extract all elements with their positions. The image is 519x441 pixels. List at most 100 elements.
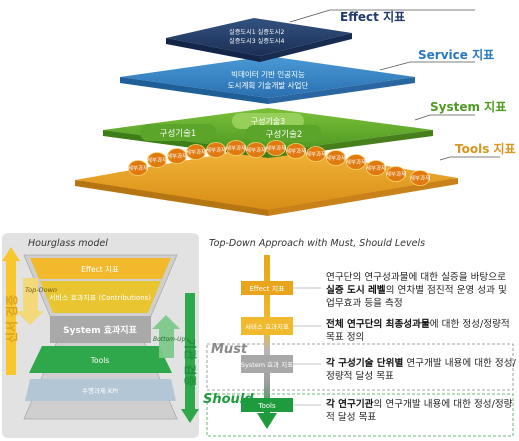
effect-leader-line (289, 9, 331, 23)
tools-chip-label: 세부과제 (128, 164, 149, 172)
system-pill-2 (246, 125, 322, 142)
tools-chip-label: 세부과제 (206, 146, 227, 154)
tools-chip (246, 142, 266, 158)
topdown-diagram: Effect 지표 서비스 효과지표 System 효과 지표 Tools Mu… (203, 255, 514, 437)
desc-effect-post: 의 연차별 점진적 운영 성과 및 업무효과 등을 측정 (326, 285, 507, 309)
right-arrow-head-icon (181, 409, 199, 423)
desc-system-bold: 각 구성기술 단위별 (326, 358, 404, 369)
system-pill-1 (140, 124, 216, 141)
desc-system-post: 연구개발 내용에 대한 정성/정량적 달성 목표 (326, 358, 516, 382)
tools-chip-label: 세부과제 (326, 154, 347, 162)
tools-chip-label: 세부과제 (366, 164, 387, 172)
service-line-1: 빅데이터 기반 인공지능 (231, 69, 305, 79)
hourglass-tools-label: Tools (90, 356, 110, 365)
tools-chip-label: 세부과제 (306, 150, 327, 158)
must-label: Must (211, 342, 248, 357)
hourglass-title: Hourglass model (28, 238, 108, 249)
hourglass-effect-band (30, 258, 171, 279)
tools-chip (186, 144, 206, 160)
tools-chip-label: 세부과제 (186, 148, 207, 156)
topdown-tools-box (241, 398, 293, 412)
hourglass-kpi-band (25, 379, 176, 401)
top-down-arrow-icon (16, 278, 44, 325)
tools-chip (326, 150, 346, 166)
service-leader-line (379, 61, 411, 71)
system-callout: System 지표 (430, 99, 506, 114)
service-layer (120, 56, 415, 104)
tools-chip-label: 세부과제 (346, 158, 367, 166)
system-leader-line (414, 114, 431, 121)
desc-service-post: 에 대한 정성/정량적 목표 정의 (326, 319, 510, 343)
system-label-2: 구성기술2 (266, 130, 303, 140)
service-callout: Service 지표 (418, 47, 494, 62)
should-frame (206, 393, 514, 437)
hourglass-effect-label: Effect 지표 (81, 265, 119, 274)
system-label-3: 구성기술3 (251, 116, 286, 126)
tools-chip-label: 세부과제 (286, 147, 307, 155)
tools-chip (410, 170, 430, 186)
system-label-1: 구성기술1 (160, 129, 197, 139)
topdown-service-label: 서비스 효과지표 (245, 322, 289, 331)
tools-chip (366, 160, 386, 176)
hourglass-diagram: Effect 지표 서비스 효과지표 (Contributions) Syste… (2, 247, 199, 423)
topdown-system-label: System 효과 지표 (241, 360, 293, 369)
left-arrow-head-icon (2, 247, 20, 261)
effect-callout: Effect 지표 (340, 9, 405, 24)
tools-chip-label: 세부과제 (266, 144, 287, 152)
must-frame (206, 343, 514, 391)
hourglass-system-band (50, 316, 151, 343)
should-label: Should (203, 392, 254, 407)
effect-layer (166, 18, 352, 62)
tools-chip (226, 140, 246, 156)
effect-line-2: 실증도시3 실증도시4 (229, 37, 284, 45)
top-down-label: Top-Down (25, 286, 57, 294)
tools-chip-label: 세부과제 (167, 152, 188, 160)
layer-pyramid-diagram: Effect 지표 Service 지표 System 지표 Tools 지표 … (75, 9, 516, 216)
desc-effect-bold: 실증 도시 레벨 (326, 285, 386, 296)
left-verification-label: 신서 검증 (4, 295, 19, 343)
tools-chip (306, 146, 326, 162)
desc-system: 각 구성기술 단위별 연구개발 내용에 대한 정성/정량적 달성 목표 (326, 357, 516, 383)
topdown-system-box (241, 355, 293, 373)
topdown-effect-box (241, 281, 293, 295)
right-verification-label: 기관 검증 (183, 338, 198, 386)
desc-service: 전체 연구단의 최종성과물에 대한 정성/정량적 목표 정의 (326, 318, 516, 344)
tools-chip (266, 140, 286, 156)
tools-chip (286, 143, 306, 159)
hourglass-service-label: 서비스 효과지표 (Contributions) (49, 293, 151, 302)
service-line-2: 도시계획 기술개발 사업단 (228, 80, 309, 90)
left-verification-bar (6, 255, 16, 375)
topdown-effect-label: Effect 지표 (249, 284, 285, 293)
tools-chip (128, 160, 148, 176)
desc-effect: 연구단의 연구성과물에 대한 실증을 바탕으로 실증 도시 레벨의 연차별 점진… (326, 271, 516, 310)
tools-chip (147, 152, 167, 168)
hourglass-kpi-label: 수행과제 KPI (82, 386, 118, 395)
tools-callout: Tools 지표 (455, 141, 516, 156)
bottom-up-arrow-icon (152, 315, 180, 358)
bottom-up-label: Bottom-Up (153, 336, 186, 343)
desc-tools-bold: 각 연구기관 (326, 399, 374, 410)
system-layer (103, 108, 433, 158)
desc-tools-post: 의 연구개발 내용에 대한 정성/정량적 달성 목표 (326, 399, 513, 423)
desc-effect-pre: 연구단의 연구성과물에 대한 실증을 바탕으로 (326, 272, 506, 283)
tools-chip-label: 세부과제 (246, 146, 267, 154)
topdown-title: Top-Down Approach with Must, Should Leve… (209, 238, 426, 249)
hourglass-panel: Hourglass model Effect 지표 서비스 효과지표 (Cont… (2, 233, 199, 438)
tools-chip (167, 148, 187, 164)
hourglass-system-label: System 효과지표 (63, 324, 137, 336)
right-verification-bar (185, 293, 195, 413)
hourglass-tools-band (29, 346, 172, 373)
tools-chip-label: 세부과제 (386, 170, 407, 178)
tools-chip-label: 세부과제 (410, 174, 431, 182)
tools-leader-line (439, 156, 451, 161)
desc-tools: 각 연구기관의 연구개발 내용에 대한 정성/정량적 달성 목표 (326, 398, 516, 424)
tools-chip (346, 154, 366, 170)
topdown-tools-label: Tools (257, 402, 276, 410)
desc-service-bold: 전체 연구단의 최종성과물 (326, 319, 430, 330)
tools-chip-label: 세부과제 (226, 144, 247, 152)
topdown-service-box (241, 317, 293, 335)
effect-line-1: 실증도시1 실증도시2 (229, 28, 284, 36)
topdown-panel: Top-Down Approach with Must, Should Leve… (201, 233, 517, 438)
tools-chip-label: 세부과제 (147, 156, 168, 164)
